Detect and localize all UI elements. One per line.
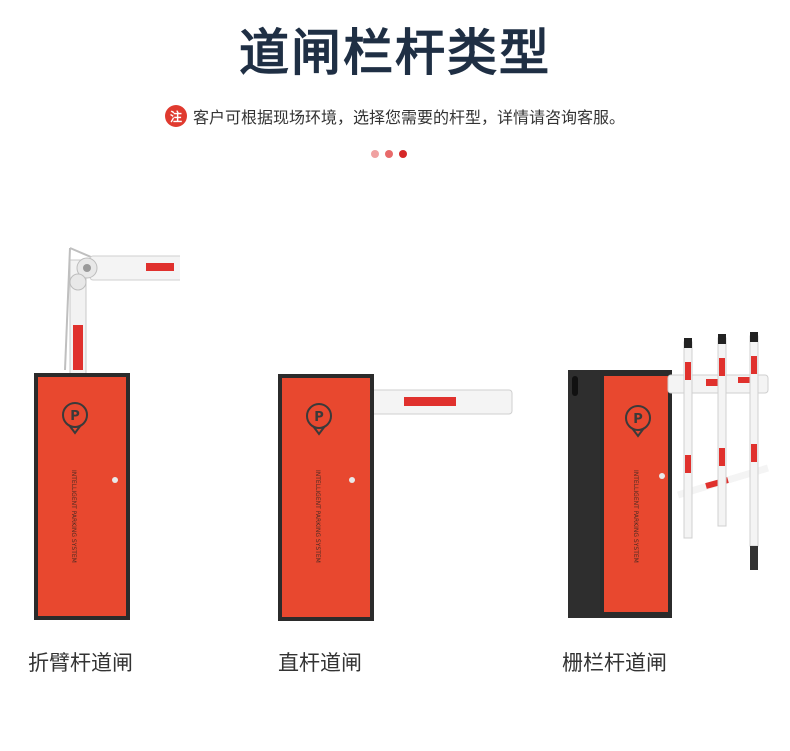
cabinet-text: INTELLIGENT PARKING SYSTEM xyxy=(632,470,639,563)
pager-dot-1[interactable] xyxy=(371,150,379,158)
lock-icon xyxy=(349,477,355,483)
parking-logo-icon xyxy=(306,403,332,429)
horizontal-arm-stripe xyxy=(146,263,174,271)
folding-arm-barrier-image: P INTELLIGENT PARKING SYSTEM xyxy=(34,247,180,620)
note-badge: 注 xyxy=(164,105,187,127)
cabinet-side xyxy=(568,370,604,618)
cabinet-logo-text: P xyxy=(70,409,80,424)
pager-dots xyxy=(371,150,407,158)
cabinet-face xyxy=(282,378,370,617)
caption-straight-arm: 直杆道闸 xyxy=(278,651,362,675)
parking-logo-icon xyxy=(62,402,88,428)
caption-folding-arm: 折臂杆道闸 xyxy=(28,651,133,675)
parking-logo-icon xyxy=(625,405,651,431)
cabinet-text: INTELLIGENT PARKING SYSTEM xyxy=(70,470,77,563)
cabinet-logo-text: P xyxy=(314,410,324,425)
fence-pickets xyxy=(683,332,759,570)
cabinet-face xyxy=(604,376,668,612)
note-text: 客户可根据现场环境，选择您需要的杆型，详情请咨询客服。 xyxy=(192,108,625,127)
note-line: 注 客户可根据现场环境，选择您需要的杆型，详情请咨询客服。 xyxy=(0,104,790,128)
cabinet-face xyxy=(38,377,126,616)
lock-icon xyxy=(112,477,118,483)
straight-arm-barrier-image: P INTELLIGENT PARKING SYSTEM xyxy=(278,374,513,621)
cabinet-text: INTELLIGENT PARKING SYSTEM xyxy=(314,470,321,563)
vertical-arm-stripe xyxy=(73,325,83,370)
straight-arm-stripe xyxy=(404,397,456,406)
caption-fence-arm: 栅栏杆道闸 xyxy=(562,651,667,675)
cabinet-logo-text: P xyxy=(633,412,643,427)
page-title: 道闸栏杆类型 xyxy=(239,24,551,82)
pager-dot-3[interactable] xyxy=(399,150,407,158)
fence-arm-barrier-image: P INTELLIGENT PARKING SYSTEM xyxy=(568,332,770,618)
pager-dot-2[interactable] xyxy=(385,150,393,158)
lock-icon xyxy=(659,473,665,479)
